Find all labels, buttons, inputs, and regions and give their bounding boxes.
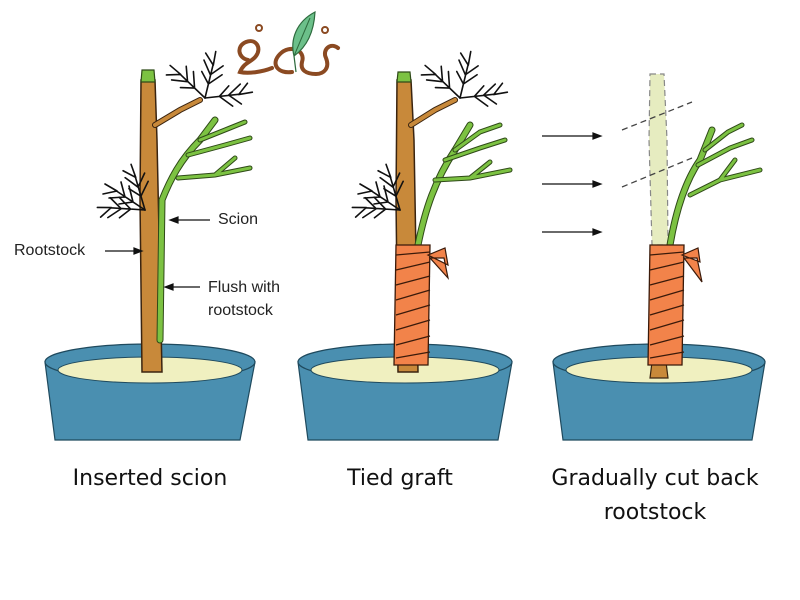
label-flush-line2: rootstock [208,302,273,319]
pot [552,343,766,441]
leaf-logo-icon [237,10,340,77]
caption-tied-graft: Tied graft [347,466,453,491]
caption-cut-back-line2: rootstock [603,500,707,525]
panel-inserted-scion [44,48,256,441]
caption-cut-back-line1: Gradually cut back [551,466,759,491]
grafting-tape [393,244,450,366]
cut-lines [621,101,693,188]
grafting-tape [647,244,703,366]
ghost-rootstock [648,73,669,246]
panel-tied-graft [297,48,513,441]
callout-arrows [105,216,210,291]
cut-arrows [542,132,603,236]
panel-cut-back [542,73,766,441]
label-flush-line1: Flush with [208,279,281,296]
label-rootstock: Rootstock [14,242,86,259]
label-scion: Scion [218,211,259,228]
caption-inserted-scion: Inserted scion [72,466,228,491]
